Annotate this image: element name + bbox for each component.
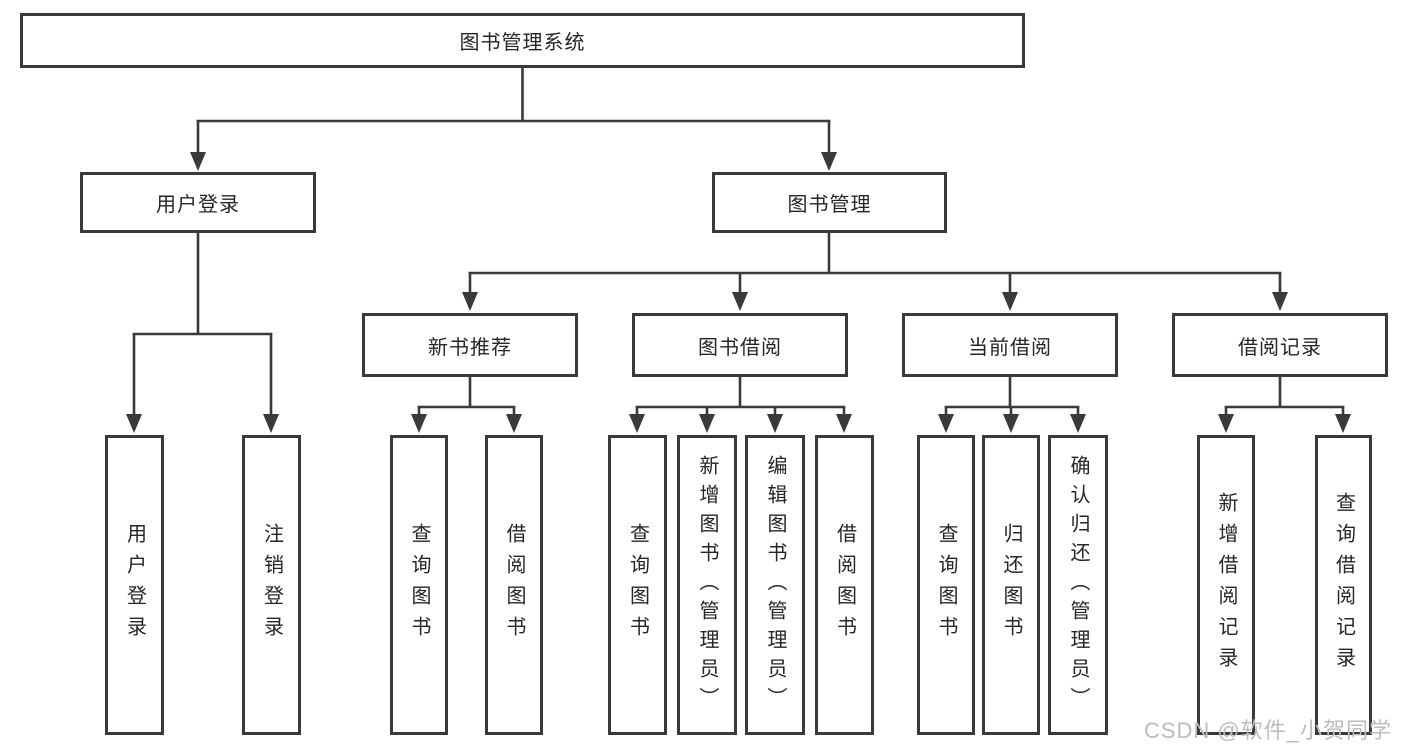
connector-level3-to-leaves	[411, 377, 1351, 433]
node-root: 图书管理系统	[20, 13, 1025, 68]
leaf-query-books-2: 查询图书	[608, 435, 667, 735]
leaf-add-borrow-record: 新增借阅记录	[1197, 435, 1255, 735]
leaf-add-books-admin-label: 新增图书（管理员）	[696, 454, 718, 716]
leaf-logout-label: 注销登录	[260, 523, 283, 647]
leaf-return-books-label: 归还图书	[1000, 523, 1022, 647]
leaf-user-login-label: 用户登录	[123, 523, 146, 647]
node-borrow-records-label: 借阅记录	[1238, 336, 1322, 359]
node-new-book-recommend: 新书推荐	[362, 313, 578, 377]
connector-bookmgmt-to-level3	[462, 233, 1288, 311]
leaf-edit-books-admin-label: 编辑图书（管理员）	[764, 454, 786, 716]
leaf-return-books: 归还图书	[982, 435, 1040, 735]
node-user-login-label: 用户登录	[156, 194, 240, 216]
connector-root-to-level2	[190, 68, 837, 171]
node-user-login: 用户登录	[80, 172, 316, 233]
leaf-add-books-admin: 新增图书（管理员）	[677, 435, 737, 735]
node-current-borrow-label: 当前借阅	[968, 336, 1052, 359]
leaf-query-books-1: 查询图书	[390, 435, 448, 735]
leaf-logout: 注销登录	[242, 435, 301, 735]
leaf-borrow-books-1: 借阅图书	[485, 435, 543, 735]
node-current-borrow: 当前借阅	[902, 313, 1118, 377]
node-book-borrow: 图书借阅	[632, 313, 848, 377]
leaf-edit-books-admin: 编辑图书（管理员）	[745, 435, 805, 735]
connector-userlogin-to-leaves	[126, 233, 279, 433]
leaf-query-books-3-label: 查询图书	[935, 523, 957, 647]
node-book-borrow-label: 图书借阅	[698, 336, 782, 359]
leaf-borrow-books-2: 借阅图书	[815, 435, 874, 735]
leaf-query-books-2-label: 查询图书	[626, 523, 649, 647]
leaf-query-books-1-label: 查询图书	[408, 523, 430, 647]
leaf-add-borrow-record-label: 新增借阅记录	[1215, 492, 1237, 678]
leaf-query-borrow-record-label: 查询借阅记录	[1332, 492, 1355, 678]
node-book-management-label: 图书管理	[787, 194, 872, 216]
leaf-query-borrow-record: 查询借阅记录	[1315, 435, 1372, 735]
node-book-management: 图书管理	[712, 172, 947, 233]
node-root-label: 图书管理系统	[459, 32, 586, 54]
leaf-borrow-books-2-label: 借阅图书	[833, 523, 856, 647]
leaf-confirm-return-admin-label: 确认归还（管理员）	[1067, 454, 1089, 716]
leaf-user-login: 用户登录	[105, 435, 164, 735]
leaf-query-books-3: 查询图书	[917, 435, 975, 735]
leaf-confirm-return-admin: 确认归还（管理员）	[1048, 435, 1108, 735]
node-borrow-records: 借阅记录	[1172, 313, 1388, 377]
node-new-book-recommend-label: 新书推荐	[428, 336, 512, 359]
leaf-borrow-books-1-label: 借阅图书	[503, 523, 525, 647]
watermark: CSDN @软件_小贺同学	[1143, 718, 1392, 743]
